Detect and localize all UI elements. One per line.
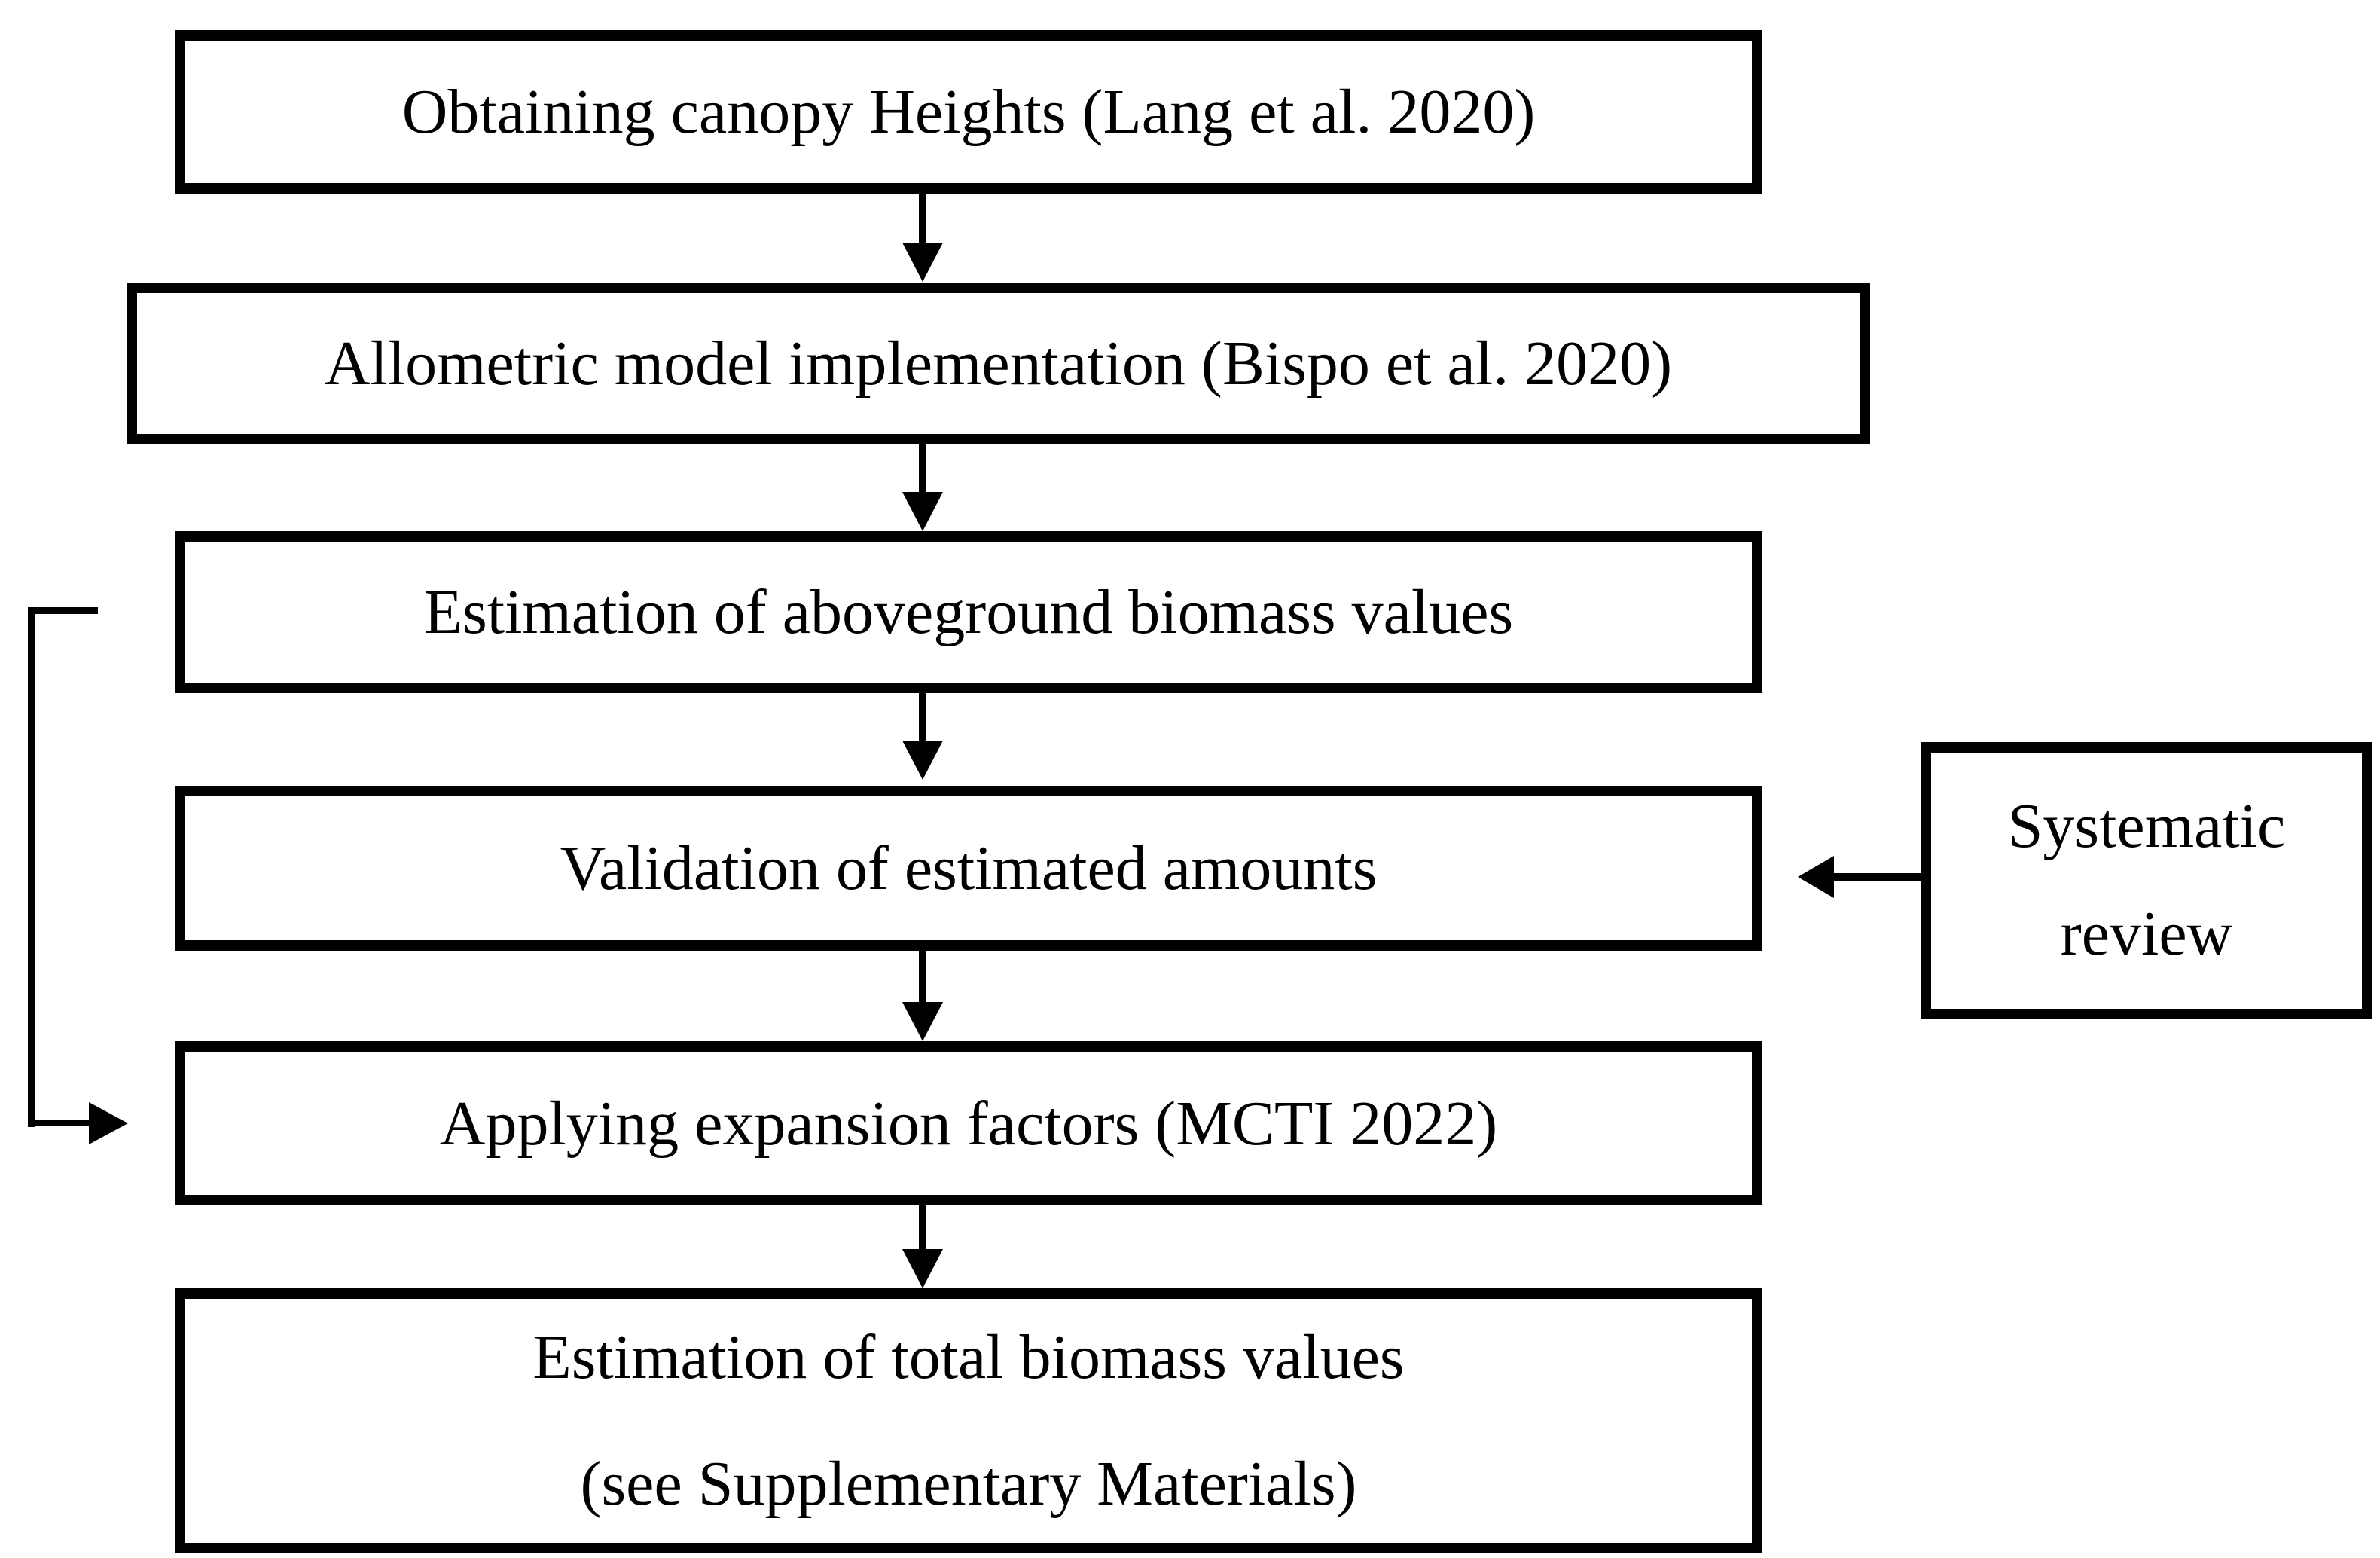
step-label: Validation of estimated amounts <box>560 833 1378 903</box>
step-label-line2: (see Supplementary Materials) <box>580 1449 1357 1519</box>
connector-line <box>28 1120 89 1126</box>
step-label: Estimation of aboveground biomass values <box>423 577 1514 647</box>
connector-line <box>28 607 98 614</box>
arrowhead-right-icon <box>89 1102 128 1144</box>
arrowhead-down-icon <box>902 1249 943 1288</box>
connector-line <box>1834 873 1921 881</box>
step-box-validation: Validation of estimated amounts <box>175 786 1762 951</box>
step-label: Applying expansion factors (MCTI 2022) <box>439 1088 1498 1159</box>
connector-line <box>28 607 35 1127</box>
step-box-obtaining-canopy-heights: Obtaining canopy Heights (Lang et al. 20… <box>175 30 1762 194</box>
arrowhead-down-icon <box>902 741 943 780</box>
step-label: Allometric model implementation (Bispo e… <box>324 328 1673 399</box>
side-box-label-line1: Systematic <box>2007 791 2286 862</box>
arrowhead-down-icon <box>902 1002 943 1041</box>
arrowhead-left-icon <box>1798 856 1834 898</box>
connector-line <box>919 194 926 243</box>
step-label: Obtaining canopy Heights (Lang et al. 20… <box>401 77 1536 147</box>
arrowhead-down-icon <box>902 492 943 531</box>
step-label-line1: Estimation of total biomass values <box>532 1322 1405 1392</box>
step-box-total-biomass: Estimation of total biomass values (see … <box>175 1288 1762 1553</box>
connector-line <box>919 444 926 492</box>
side-box-systematic-review: Systematic review <box>1921 742 2372 1019</box>
connector-line <box>919 1205 926 1249</box>
arrowhead-down-icon <box>902 243 943 282</box>
step-box-expansion-factors: Applying expansion factors (MCTI 2022) <box>175 1041 1762 1205</box>
step-box-aboveground-biomass: Estimation of aboveground biomass values <box>175 531 1762 693</box>
connector-line <box>919 951 926 1002</box>
step-box-allometric-model: Allometric model implementation (Bispo e… <box>127 283 1870 444</box>
side-box-label-line2: review <box>2060 899 2233 969</box>
connector-line <box>919 693 926 741</box>
